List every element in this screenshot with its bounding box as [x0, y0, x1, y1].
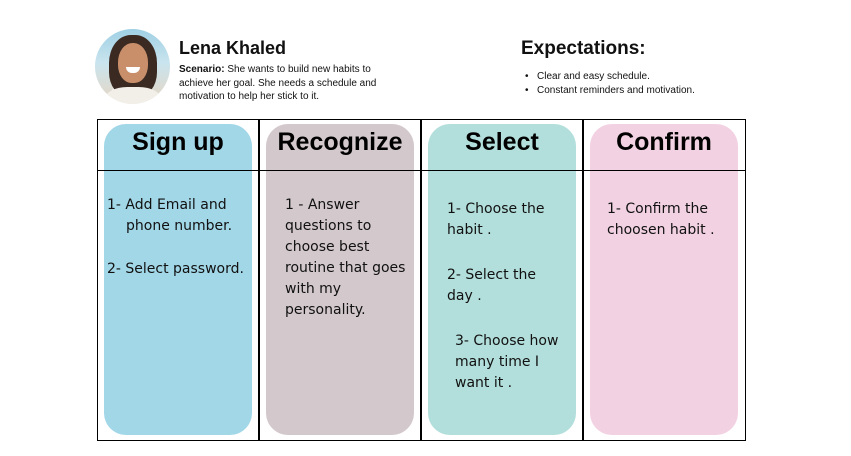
- stage-frame-select: [421, 119, 583, 441]
- stage-title-select: Select: [465, 128, 539, 156]
- expectation-item: Constant reminders and motivation.: [525, 84, 695, 98]
- stage-card-recognize: [266, 124, 414, 435]
- expectations-list: Clear and easy schedule. Constant remind…: [525, 70, 695, 98]
- step-sign-up-2: 2- Select password.: [107, 261, 244, 277]
- header-divider-line: [97, 169, 746, 171]
- stage-title-sign-up: Sign up: [132, 128, 224, 156]
- expectation-item: Clear and easy schedule.: [525, 70, 695, 84]
- persona-name: Lena Khaled: [179, 38, 287, 58]
- scenario-label: Scenario:: [179, 64, 225, 75]
- stage-frame-sign-up: [97, 119, 259, 441]
- avatar-face: [118, 43, 148, 83]
- step-select-3: 3- Choose how many time I want it .: [455, 333, 559, 391]
- avatar-shirt: [105, 87, 161, 104]
- stage-card-select: [428, 124, 576, 435]
- persona-scenario: Scenario: She wants to build new habits …: [179, 63, 399, 104]
- avatar-smile: [126, 67, 140, 73]
- expectations-title: Expectations:: [521, 38, 646, 59]
- stage-frame-confirm: [583, 119, 746, 441]
- step-select-2: 2- Select the day .: [447, 267, 537, 304]
- stage-title-confirm: Confirm: [616, 128, 712, 156]
- scenario-text: She wants to build new habits to achieve…: [179, 64, 377, 102]
- stage-title-recognize: Recognize: [277, 128, 403, 156]
- step-recognize-1: 1 - Answer questions to choose best rout…: [285, 197, 406, 318]
- step-select-1: 1- Choose the habit .: [447, 201, 545, 238]
- stage-frame-recognize: [259, 119, 421, 441]
- stage-card-confirm: [590, 124, 738, 435]
- persona-avatar: [95, 29, 170, 104]
- step-sign-up-1: 1- Add Email and phone number.: [107, 197, 233, 234]
- step-confirm-1: 1- Confirm the choosen habit .: [607, 201, 715, 238]
- stage-card-sign-up: [104, 124, 252, 435]
